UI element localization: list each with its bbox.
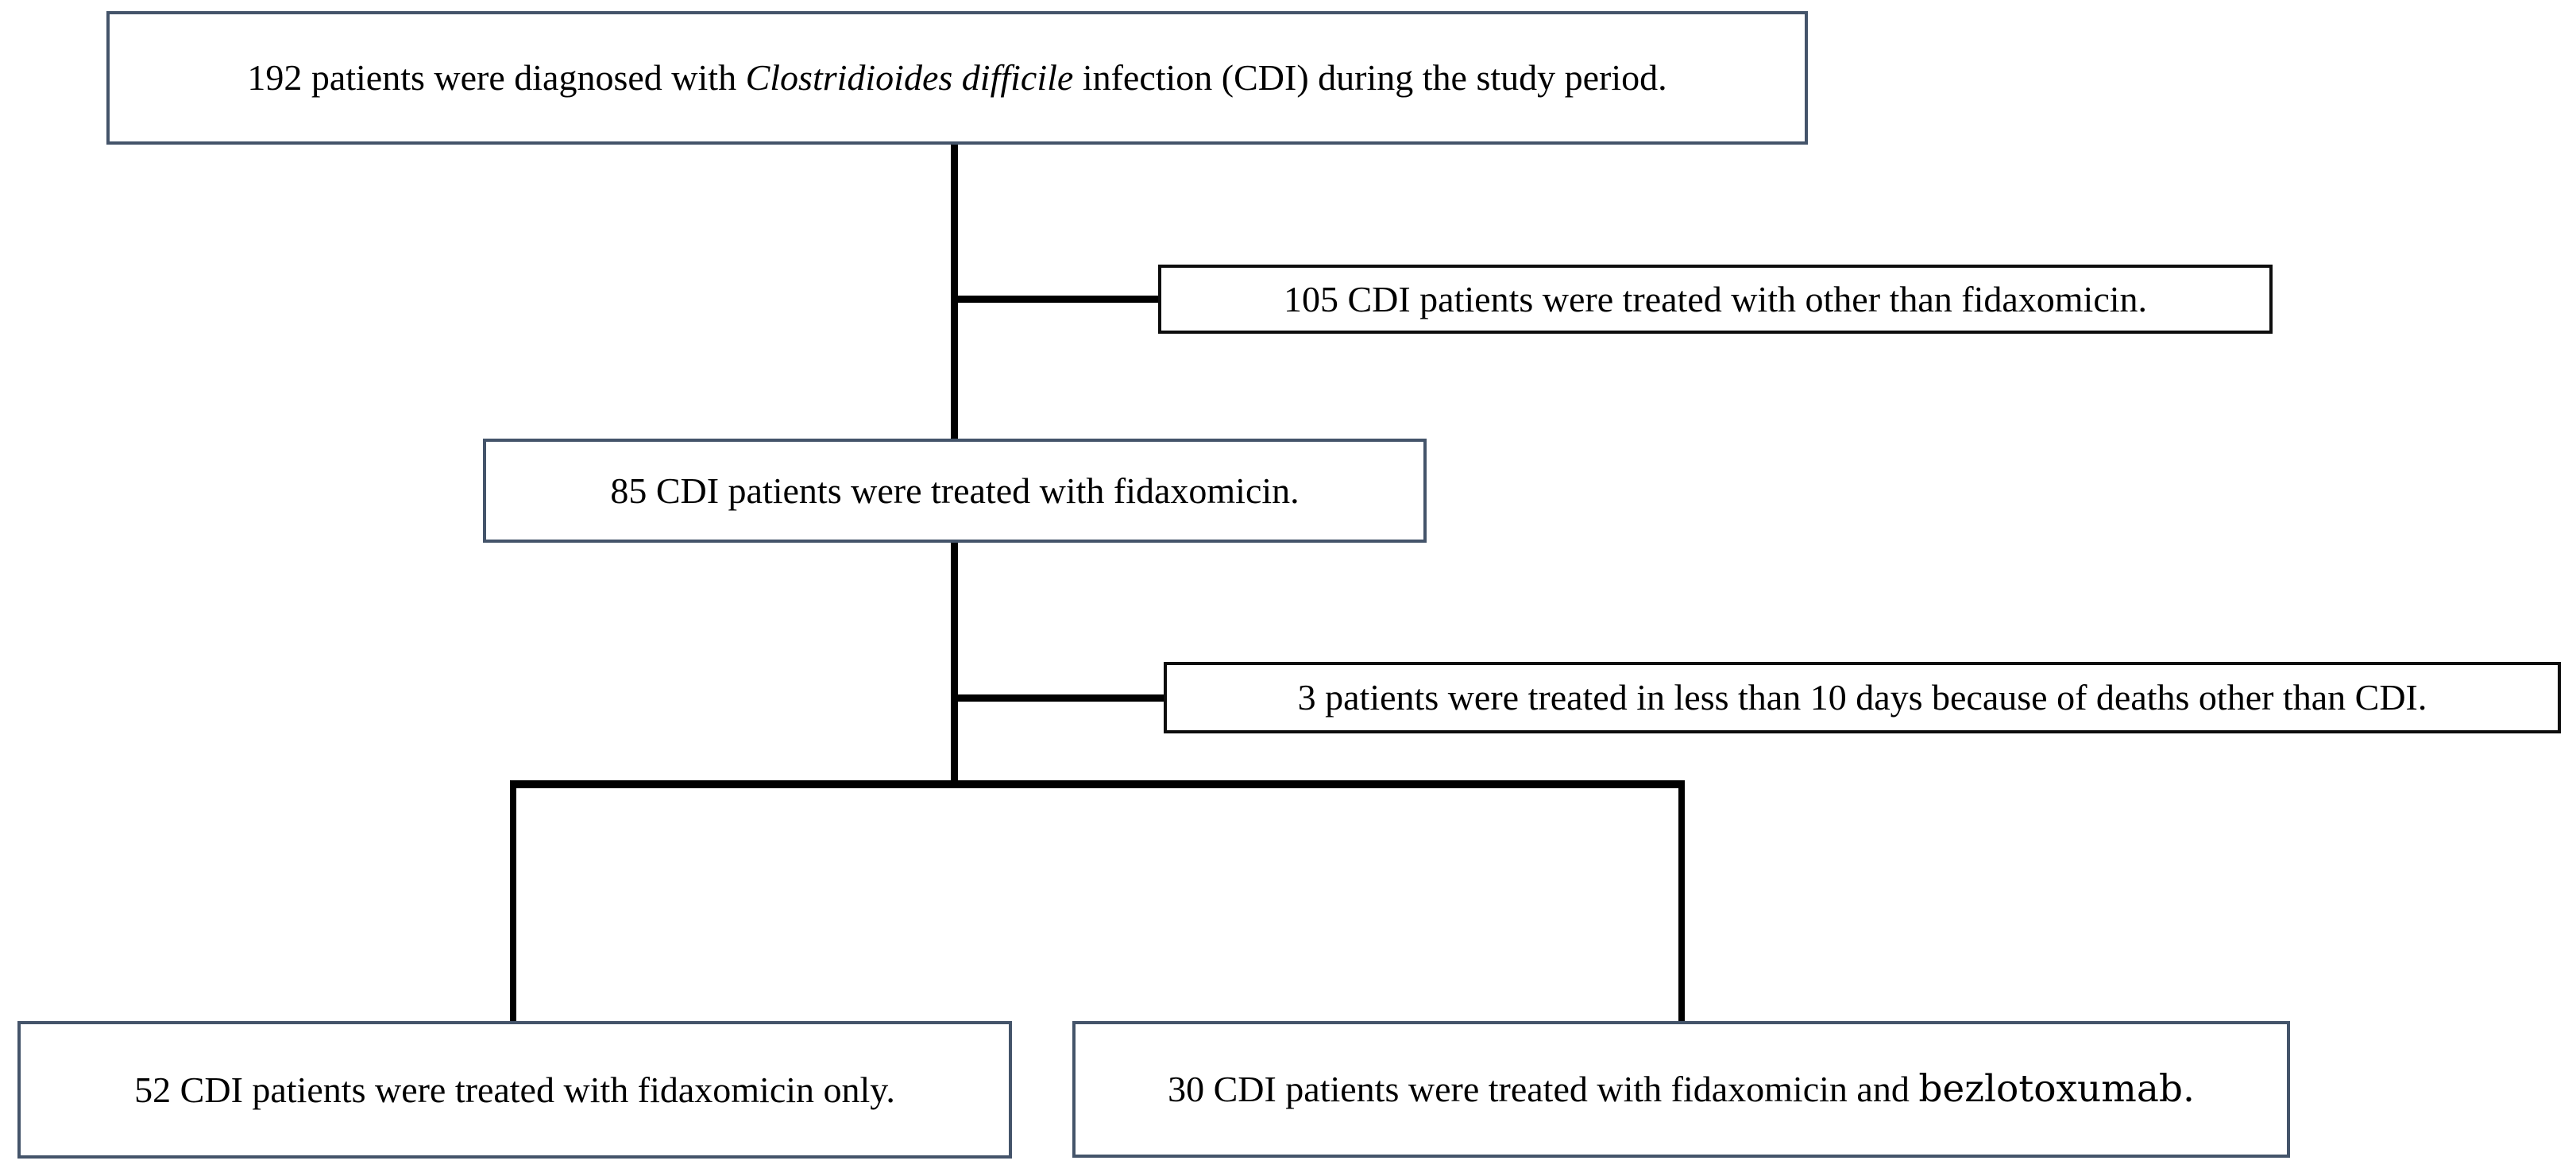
bezlotoxumab-text-prefix: 30 CDI patients were treated with fidaxo…: [1168, 1068, 1919, 1109]
diagnosed-text-prefix: 192 patients were diagnosed with: [247, 57, 746, 99]
fidaxomicin-text: 85 CDI patients were treated with fidaxo…: [610, 470, 1300, 511]
connector-drop-to-fidaxomicin-only: [510, 783, 516, 1023]
fidaxomicin-bezlotoxumab-text: 30 CDI patients were treated with fidaxo…: [1168, 1066, 2195, 1113]
connector-diagnosed-to-fidaxomicin: [951, 143, 958, 442]
connector-drop-to-bezlotoxumab-box: [1678, 783, 1685, 1023]
early-death-text: 3 patients were treated in less than 10 …: [1297, 677, 2427, 718]
diagnosed-text-suffix: infection (CDI) during the study period.: [1073, 57, 1667, 99]
connector-fidaxomicin-to-branch: [951, 541, 958, 788]
box-other-treatment-105: 105 CDI patients were treated with other…: [1158, 265, 2273, 334]
bezlotoxumab-word: bezlotoxumab.: [1918, 1066, 2195, 1111]
connector-to-early-death-box: [951, 694, 1168, 702]
box-fidaxomicin-85: 85 CDI patients were treated with fidaxo…: [483, 439, 1427, 543]
connector-to-other-treatment-box: [951, 296, 1162, 303]
box-fidaxomicin-only-52: 52 CDI patients were treated with fidaxo…: [17, 1021, 1012, 1159]
connector-branch-horizontal: [510, 780, 1685, 788]
box-diagnosed-text: 192 patients were diagnosed with Clostri…: [247, 55, 1666, 101]
box-early-death-3: 3 patients were treated in less than 10 …: [1164, 662, 2561, 733]
box-fidaxomicin-bezlotoxumab-30: 30 CDI patients were treated with fidaxo…: [1072, 1021, 2290, 1158]
fidaxomicin-only-text: 52 CDI patients were treated with fidaxo…: [134, 1069, 895, 1110]
box-diagnosed-192: 192 patients were diagnosed with Clostri…: [106, 11, 1808, 145]
other-treatment-text: 105 CDI patients were treated with other…: [1283, 278, 2148, 319]
diagnosed-species-name: Clostridioides difficile: [745, 57, 1074, 99]
